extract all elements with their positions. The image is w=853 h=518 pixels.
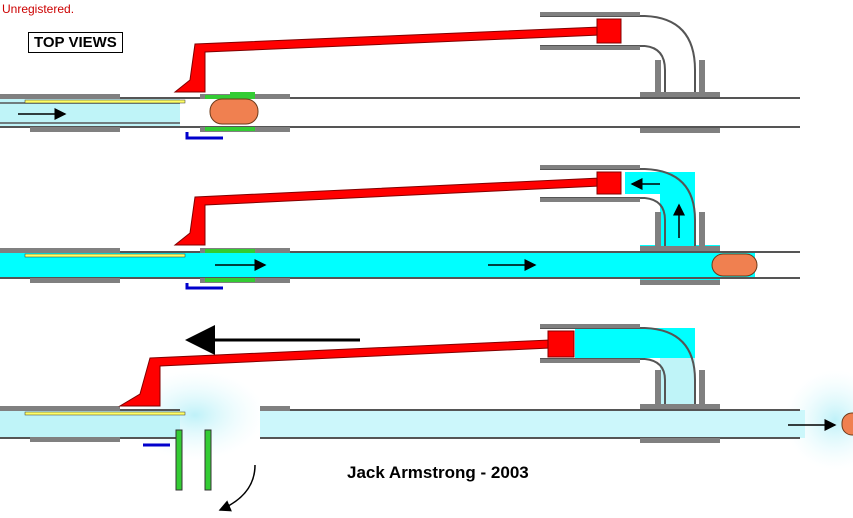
panel-top bbox=[0, 12, 800, 140]
pilot-tube bbox=[24, 99, 186, 104]
panel-bottom bbox=[0, 324, 853, 512]
projectile bbox=[209, 98, 259, 125]
author-credit: Jack Armstrong - 2003 bbox=[347, 463, 529, 482]
top-views-title: TOP VIEWS bbox=[28, 32, 123, 53]
valve-lever bbox=[185, 132, 223, 140]
panel-middle bbox=[0, 165, 800, 290]
piston-rod bbox=[173, 26, 601, 93]
piston bbox=[596, 18, 622, 44]
unregistered-watermark: Unregistered. bbox=[2, 2, 75, 16]
